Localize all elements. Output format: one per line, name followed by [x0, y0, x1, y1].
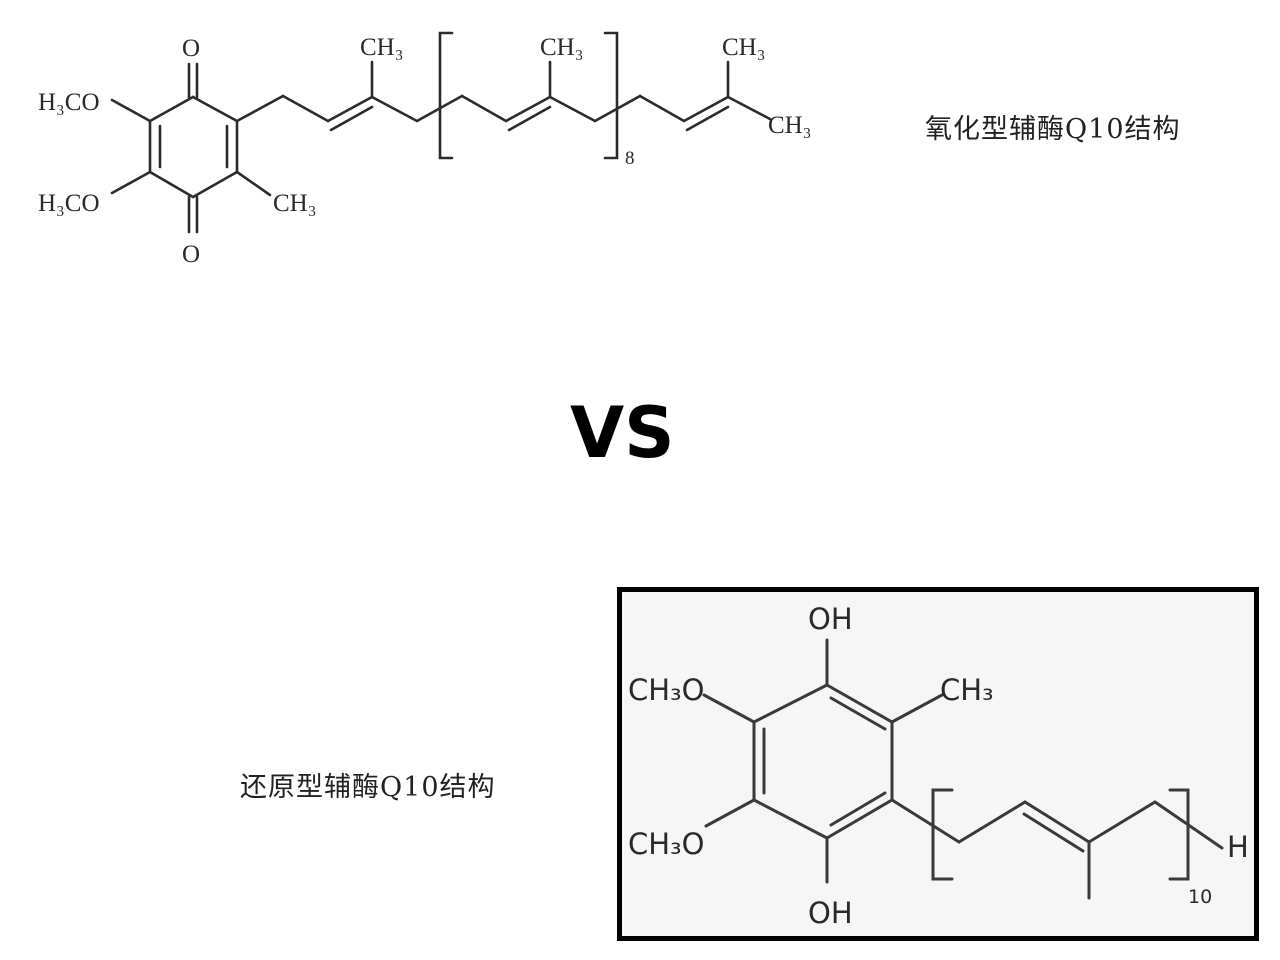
end-ch3-top-label: CH₃ — [722, 34, 765, 61]
ring-methyl-bond — [890, 693, 944, 724]
vs-label: VS — [570, 392, 675, 474]
reduced-coq10-structure: OH OH CH₃O CH₃O CH₃ H 10 — [628, 602, 1249, 930]
quinone-ring — [148, 95, 239, 199]
ch3o-top-label: CH₃O — [628, 673, 705, 707]
repeat-brackets — [931, 788, 1190, 881]
h3co-top-label: H₃CO — [38, 89, 100, 116]
ring-methyl-bond — [235, 170, 272, 197]
oh-top-label: OH — [808, 602, 853, 636]
o-top-label: O — [182, 35, 200, 62]
methoxy-bond-top — [702, 693, 756, 724]
o-bottom-label: O — [182, 241, 200, 268]
reduced-caption: 还原型辅酶Q10结构 — [240, 772, 496, 803]
oh-bottom-label: OH — [808, 896, 853, 930]
ring-ch3-label: CH₃ — [273, 190, 316, 217]
methoxy-bond-bottom — [704, 798, 756, 828]
oxidized-caption: 氧化型辅酶Q10结构 — [925, 114, 1181, 145]
end-ch3-right-label: CH₃ — [768, 112, 811, 139]
repeat-brackets — [438, 31, 619, 160]
oxidized-coq10-structure: O O H₃CO H₃CO CH₃ CH₃ CH₃ CH₃ CH₃ 8 — [38, 31, 811, 268]
carbonyl-top — [187, 62, 199, 99]
hydroquinone-ring — [752, 683, 894, 840]
methoxy-bond-bottom — [110, 170, 152, 195]
h3co-bottom-label: H₃CO — [38, 190, 100, 217]
carbonyl-bottom — [187, 195, 199, 234]
isoprenoid-chain — [235, 60, 772, 132]
chain-ch3-label-1: CH₃ — [360, 34, 403, 61]
ring-ch3-label: CH₃ — [940, 673, 994, 707]
repeat-count-label: 10 — [1188, 886, 1212, 908]
repeat-ch3-label: CH₃ — [540, 34, 583, 61]
methoxy-bond-top — [110, 98, 152, 123]
reduced-structure-frame: OH OH CH₃O CH₃O CH₃ H 10 — [617, 587, 1259, 941]
isoprenoid-chain — [890, 798, 1224, 900]
ch3o-bottom-label: CH₃O — [628, 827, 705, 861]
h-end-label: H — [1227, 830, 1249, 864]
repeat-count-label: 8 — [625, 148, 635, 169]
